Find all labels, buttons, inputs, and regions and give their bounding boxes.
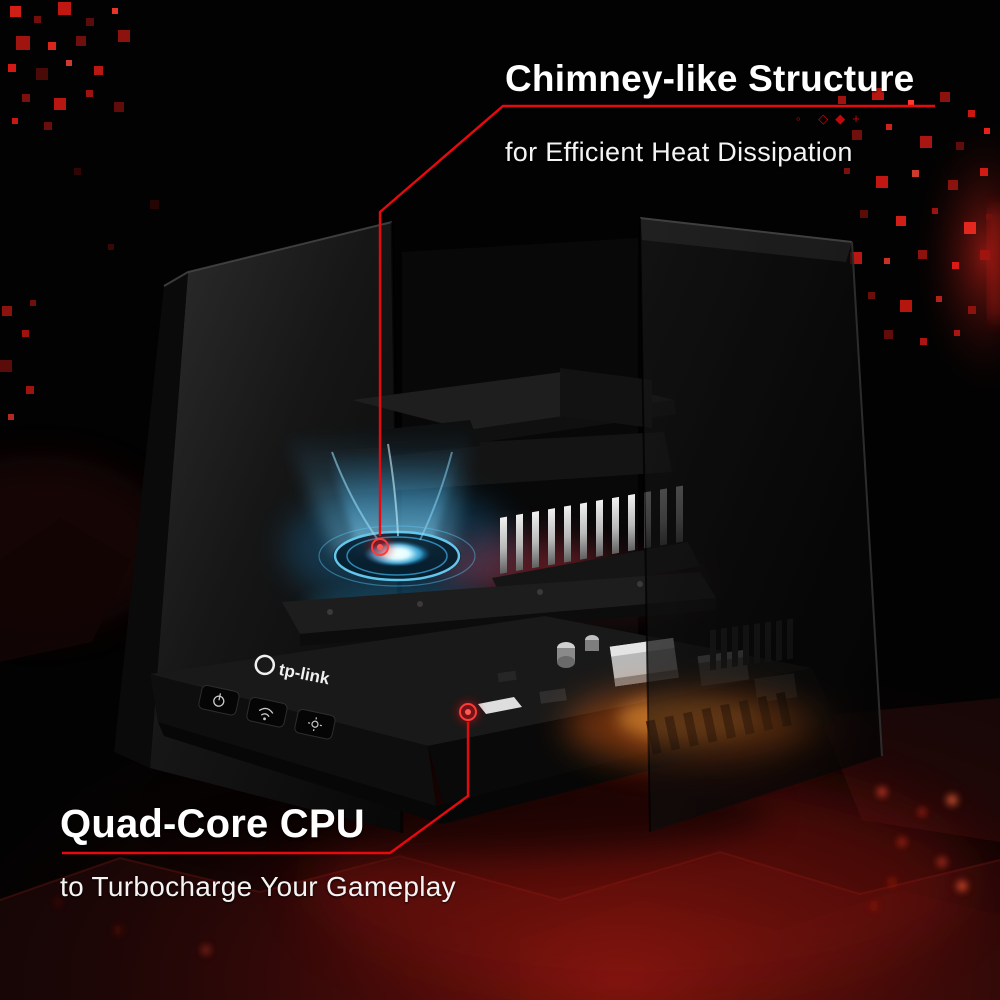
red-dot-cluster-top-left bbox=[8, 2, 159, 250]
led-icon bbox=[308, 717, 322, 732]
bottom-callout-line bbox=[62, 722, 470, 855]
top-callout-marker-icon bbox=[368, 535, 392, 559]
cpu-chip bbox=[478, 697, 522, 714]
led-button bbox=[294, 708, 336, 740]
deco-glyphs: ◦ ◇◆+ bbox=[796, 111, 867, 126]
ember-dots bbox=[55, 788, 967, 954]
red-dot-cluster-left bbox=[0, 300, 36, 420]
right-panel bbox=[639, 217, 883, 833]
wifi-button bbox=[246, 696, 288, 728]
front-buttons bbox=[198, 684, 336, 740]
top-callout-line bbox=[378, 104, 935, 536]
top-callout-subtitle: for Efficient Heat Dissipation bbox=[505, 137, 853, 167]
bottom-callout-title: Quad-Core CPU bbox=[60, 802, 365, 846]
red-dot-cluster-right bbox=[838, 88, 992, 345]
power-button bbox=[198, 684, 240, 716]
right-edge-glow bbox=[910, 105, 1000, 405]
wifi-icon bbox=[258, 707, 274, 718]
brand-mark-icon bbox=[254, 654, 276, 676]
bottom-callout-marker-icon bbox=[456, 700, 480, 724]
power-icon bbox=[213, 693, 225, 707]
bottom-callout-subtitle: to Turbocharge Your Gameplay bbox=[60, 871, 456, 902]
top-callout-title: Chimney-like Structure bbox=[505, 58, 915, 99]
heat-vent-bloom bbox=[622, 696, 802, 752]
